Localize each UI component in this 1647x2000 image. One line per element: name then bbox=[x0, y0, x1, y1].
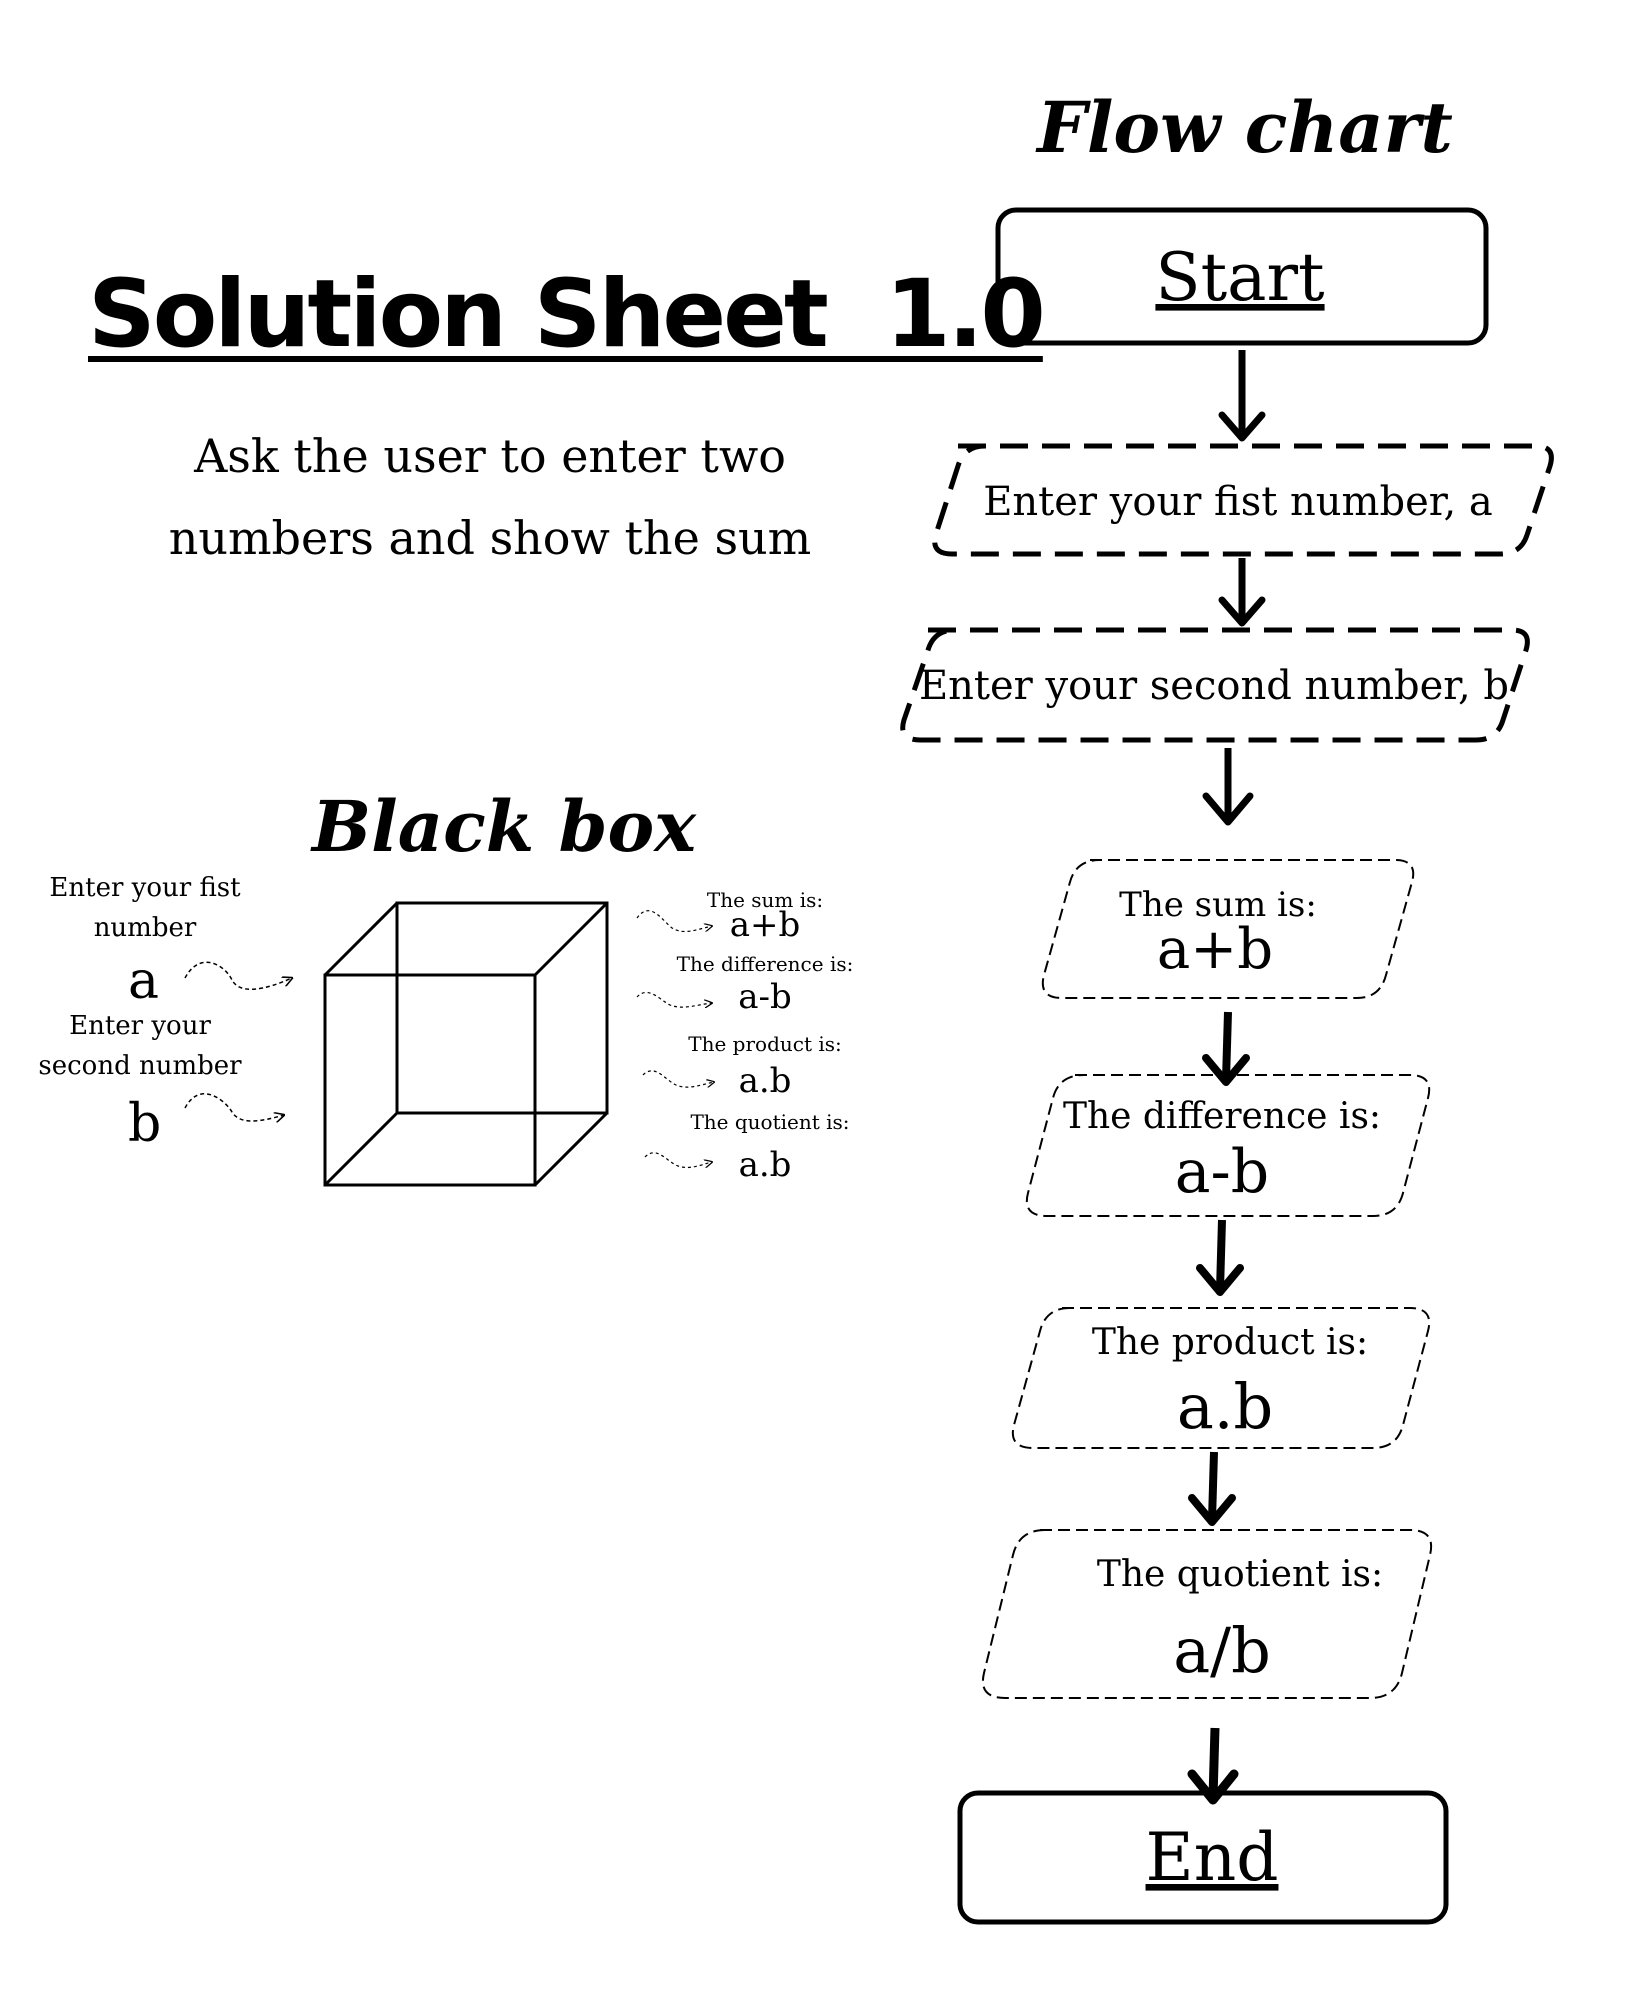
problem-statement-line-2: numbers and show the sum bbox=[168, 511, 812, 565]
product-output-value: a.b bbox=[1177, 1370, 1273, 1443]
end-terminal bbox=[957, 1790, 1449, 1925]
cube-back-face bbox=[395, 901, 609, 1115]
flow-chart-heading: Flow chart bbox=[1035, 86, 1453, 169]
quotient-output-parallelogram bbox=[982, 1529, 1432, 1699]
sum-output-arrow bbox=[636, 910, 712, 933]
input-b-label-line-2: second number bbox=[38, 1051, 242, 1081]
cube-edge bbox=[533, 901, 609, 977]
flow-arrow bbox=[1202, 748, 1254, 826]
quotient-output-label: The quotient is: bbox=[1097, 1554, 1383, 1595]
bb-quotient-label: The quotient is: bbox=[690, 1110, 850, 1134]
input-a-parallelogram bbox=[932, 443, 1554, 557]
start-terminal bbox=[995, 207, 1489, 346]
sum-output-value: a+b bbox=[1157, 917, 1273, 982]
bb-product-value: a.b bbox=[738, 1061, 792, 1101]
bb-sum-value: a+b bbox=[729, 905, 801, 945]
input-b-prompt: Enter your second number, b bbox=[919, 663, 1509, 709]
quotient-output-arrow bbox=[644, 1152, 712, 1169]
input-a-variable: a bbox=[128, 951, 160, 1011]
black-box-heading: Black box bbox=[312, 785, 696, 868]
cube-edge bbox=[533, 1111, 609, 1187]
input-a-label: Enter your fist number bbox=[40, 868, 250, 948]
cube-edge bbox=[323, 901, 399, 977]
problem-statement: Ask the user to enter two numbers and sh… bbox=[120, 415, 860, 579]
sum-output-parallelogram bbox=[1041, 859, 1415, 999]
bb-quotient-value: a.b bbox=[738, 1145, 792, 1185]
bb-difference-value: a-b bbox=[738, 977, 792, 1017]
black-box-cube bbox=[323, 901, 609, 1187]
difference-output-label: The difference is: bbox=[1063, 1096, 1381, 1137]
bb-difference-label: The difference is: bbox=[676, 952, 854, 976]
input-a-label-line-2: number bbox=[93, 913, 197, 943]
cube-edge bbox=[323, 1111, 399, 1187]
flow-arrow bbox=[1196, 1219, 1244, 1296]
sum-output-label: The sum is: bbox=[1119, 885, 1317, 925]
bb-product-label: The product is: bbox=[688, 1032, 842, 1056]
input-b-parallelogram bbox=[900, 627, 1530, 743]
difference-output-arrow bbox=[636, 991, 712, 1007]
cube-front-face bbox=[323, 973, 537, 1187]
product-output-label: The product is: bbox=[1092, 1322, 1368, 1363]
page-title: Solution Sheet 1.0 bbox=[88, 260, 1046, 369]
start-terminal-text: Start bbox=[1155, 239, 1324, 316]
input-a-label-line-1: Enter your fist bbox=[49, 873, 241, 903]
flow-arrow bbox=[1187, 1727, 1239, 1805]
input-b-arrow bbox=[184, 1093, 284, 1121]
difference-output-parallelogram bbox=[1025, 1074, 1431, 1217]
end-terminal-text: End bbox=[1146, 1819, 1279, 1896]
problem-statement-line-1: Ask the user to enter two bbox=[194, 429, 786, 483]
difference-output-value: a-b bbox=[1175, 1137, 1269, 1207]
input-b-label: Enter your second number bbox=[30, 1006, 250, 1086]
input-a-arrow bbox=[184, 961, 292, 991]
flow-arrow bbox=[1218, 350, 1266, 442]
input-a-prompt: Enter your fist number, a bbox=[983, 479, 1493, 525]
product-output-arrow bbox=[642, 1070, 714, 1087]
quotient-output-value: a/b bbox=[1173, 1614, 1271, 1687]
flow-arrow bbox=[1188, 1451, 1236, 1526]
input-b-label-line-1: Enter your bbox=[69, 1011, 211, 1041]
input-b-variable: b bbox=[128, 1094, 162, 1154]
bb-sum-label: The sum is: bbox=[706, 888, 824, 912]
flow-arrow bbox=[1218, 558, 1266, 627]
product-output-parallelogram bbox=[1011, 1307, 1431, 1449]
flow-arrow bbox=[1202, 1011, 1250, 1086]
